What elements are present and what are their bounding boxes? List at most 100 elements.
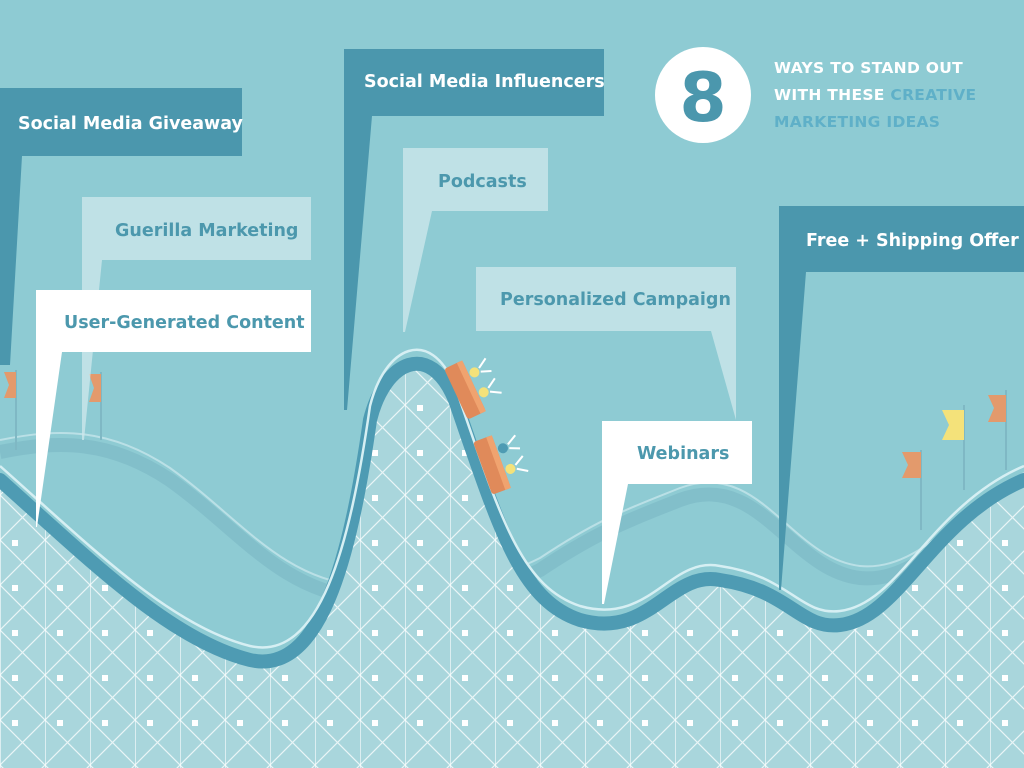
support-dot	[462, 630, 468, 636]
roller-coaster-cart-icon	[445, 357, 529, 494]
callout-label: Free + Shipping Offer	[806, 231, 1019, 251]
support-dot	[777, 630, 783, 636]
flag-icon	[942, 405, 965, 490]
title-badge: 8	[655, 47, 751, 143]
support-dot	[327, 675, 333, 681]
callout-social-media-influencers: Social Media Influencers	[344, 49, 605, 410]
support-dot	[237, 675, 243, 681]
title-line-3: MARKETING IDEAS	[774, 113, 940, 131]
flag-icon	[988, 390, 1007, 470]
title-line-2-prefix: WITH THESE	[774, 86, 890, 104]
support-dot	[237, 720, 243, 726]
support-dot	[912, 585, 918, 591]
support-dot	[372, 540, 378, 546]
callout-label: Webinars	[637, 444, 729, 464]
support-dot	[462, 450, 468, 456]
support-dot	[867, 720, 873, 726]
support-dot	[417, 450, 423, 456]
support-dot	[327, 720, 333, 726]
support-dot	[57, 585, 63, 591]
support-dot	[12, 540, 18, 546]
support-dot	[372, 630, 378, 636]
callout-social-media-giveaway: Social Media Giveaway	[0, 88, 243, 365]
support-dot	[642, 675, 648, 681]
support-dot	[57, 630, 63, 636]
support-dot	[912, 675, 918, 681]
support-dot	[777, 675, 783, 681]
support-dot	[192, 720, 198, 726]
support-dot	[57, 675, 63, 681]
support-dot	[147, 675, 153, 681]
support-dot	[12, 585, 18, 591]
support-dot	[507, 585, 513, 591]
support-dot	[417, 495, 423, 501]
callout-webinars: Webinars	[602, 421, 752, 604]
support-dot	[1002, 585, 1008, 591]
support-dot	[957, 540, 963, 546]
support-dot	[12, 720, 18, 726]
support-dot	[552, 630, 558, 636]
support-dot	[327, 630, 333, 636]
support-dot	[372, 720, 378, 726]
callout-label: Guerilla Marketing	[115, 221, 298, 241]
support-dot	[597, 675, 603, 681]
support-dot	[372, 585, 378, 591]
support-dot	[57, 720, 63, 726]
support-dot	[282, 675, 288, 681]
title-line-2-highlight: CREATIVE	[890, 86, 976, 104]
support-dot	[912, 630, 918, 636]
support-dot	[102, 720, 108, 726]
support-dot	[372, 450, 378, 456]
support-dot	[102, 630, 108, 636]
callout-label: User-Generated Content	[64, 313, 305, 333]
callout-personalized-campaign: Personalized Campaign	[476, 267, 736, 420]
support-dot	[957, 585, 963, 591]
support-dot	[192, 675, 198, 681]
support-dot	[417, 585, 423, 591]
callout-label: Social Media Influencers	[364, 72, 605, 92]
flag-icon	[4, 370, 17, 450]
support-dot	[957, 675, 963, 681]
support-dot	[687, 720, 693, 726]
support-dot	[147, 630, 153, 636]
support-dot	[867, 630, 873, 636]
support-dot	[462, 675, 468, 681]
support-dot	[462, 720, 468, 726]
support-dot	[732, 630, 738, 636]
support-dot	[552, 675, 558, 681]
support-dot	[552, 720, 558, 726]
flag-icon	[89, 372, 102, 440]
support-dot	[957, 630, 963, 636]
support-dot	[372, 495, 378, 501]
support-dot	[642, 630, 648, 636]
support-dot	[102, 585, 108, 591]
support-dot	[507, 675, 513, 681]
title-line-2: WITH THESE CREATIVE	[774, 86, 976, 104]
support-dot	[597, 720, 603, 726]
support-dot	[687, 630, 693, 636]
support-dot	[732, 675, 738, 681]
title-block: WAYS TO STAND OUT WITH THESE CREATIVE MA…	[774, 59, 976, 131]
support-dot	[12, 675, 18, 681]
flags	[4, 370, 1007, 530]
support-dot	[417, 540, 423, 546]
support-dot	[1002, 540, 1008, 546]
support-dot	[462, 585, 468, 591]
support-dot	[417, 630, 423, 636]
support-dot	[867, 675, 873, 681]
title-line-1: WAYS TO STAND OUT	[774, 59, 963, 77]
support-dot	[282, 720, 288, 726]
support-dot	[462, 495, 468, 501]
badge-number: 8	[679, 59, 726, 138]
support-dot	[957, 720, 963, 726]
callout-podcasts: Podcasts	[403, 148, 548, 332]
support-dot	[1002, 675, 1008, 681]
support-dot	[147, 720, 153, 726]
support-dot	[642, 720, 648, 726]
support-dot	[102, 675, 108, 681]
support-dot	[822, 675, 828, 681]
flag-icon	[902, 450, 922, 530]
support-dot	[687, 675, 693, 681]
support-dots	[12, 405, 1008, 726]
